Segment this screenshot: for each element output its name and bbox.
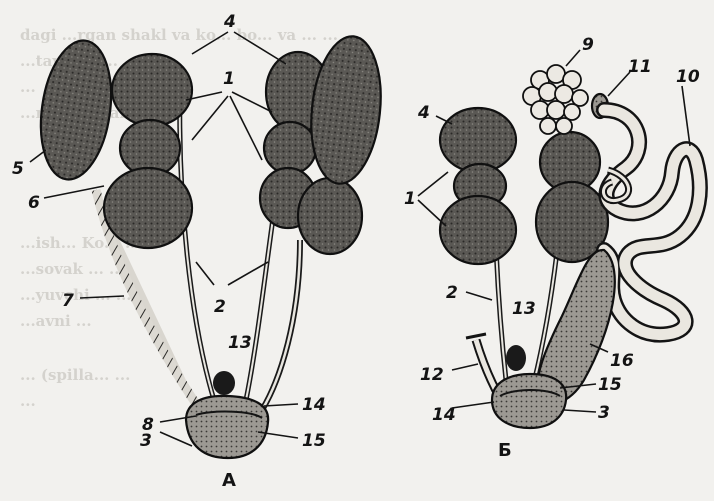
left-lobe-bottom	[104, 168, 192, 248]
bg-line: ...avni ...	[20, 312, 92, 330]
bg-line: dagi ...rgan shakl va ko... bo... va ...…	[20, 26, 338, 44]
b-left-lobe-bottom	[440, 196, 516, 264]
label-5: 5	[12, 159, 24, 179]
label-14: 14	[302, 395, 326, 415]
label-4: 4	[417, 103, 430, 123]
panel-b-caption: Б	[498, 440, 512, 461]
bulb-structure	[213, 371, 235, 395]
label-15: 15	[302, 431, 326, 451]
label-12: 12	[420, 365, 444, 385]
label-15: 15	[598, 375, 622, 395]
b-left-lobe-top	[440, 108, 516, 172]
panel-b: 9 11 4 1 10 2 13 12 16 15 14 3 Б	[404, 35, 700, 461]
right-lobe-middle	[264, 122, 316, 174]
left-lobe-top	[112, 54, 192, 126]
bg-line: ...	[20, 78, 36, 96]
label-13: 13	[228, 333, 252, 353]
b-chamber	[492, 374, 566, 428]
label-6: 6	[28, 193, 40, 213]
label-2: 2	[214, 297, 226, 317]
label-3: 3	[140, 431, 152, 451]
b-bulb	[506, 345, 526, 371]
label-16: 16	[610, 351, 634, 371]
label-14: 14	[432, 405, 456, 425]
label-1: 1	[404, 189, 416, 209]
bg-line: ...	[20, 392, 36, 410]
right-lobe-bottom	[298, 178, 362, 254]
chamber	[186, 396, 268, 458]
label-13: 13	[512, 299, 536, 319]
panel-a-caption: A	[222, 470, 236, 491]
bg-line: ...sovak ... ...	[20, 260, 125, 278]
label-9: 9	[582, 35, 594, 55]
right-elongated-organ	[304, 33, 387, 187]
bg-line: ... (spilla... ...	[20, 366, 130, 384]
label-11: 11	[628, 57, 652, 77]
label-7: 7	[62, 291, 74, 311]
grape-cluster	[523, 65, 588, 134]
label-10: 10	[676, 67, 700, 87]
left-duct-inner	[180, 90, 214, 400]
bg-line: ...yuvchi ... ...	[20, 286, 132, 304]
label-4: 4	[223, 12, 236, 32]
label-1: 1	[223, 69, 235, 89]
label-2: 2	[446, 283, 458, 303]
label-3: 3	[598, 403, 610, 423]
